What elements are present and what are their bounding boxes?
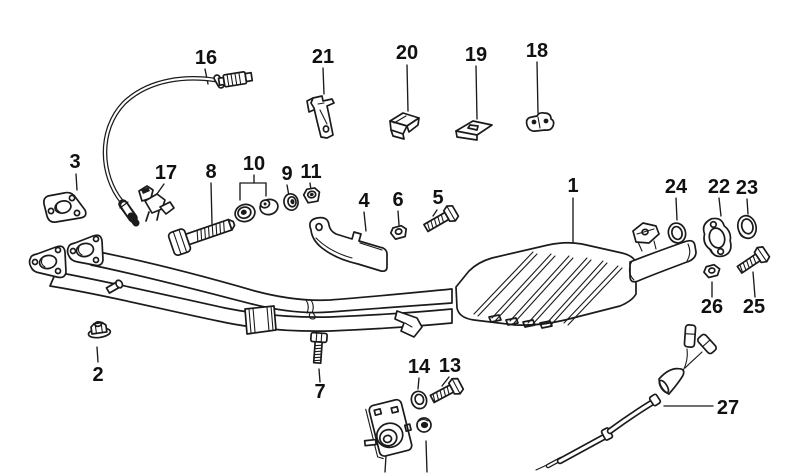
- part-22-flange-gasket: [702, 217, 732, 258]
- part-7-bolt: [309, 331, 328, 365]
- part-21-bracket: [306, 95, 335, 139]
- part-23-ring-seal: [736, 214, 758, 240]
- callout-26[interactable]: 26: [701, 296, 723, 318]
- part-5-bolt: [423, 204, 460, 233]
- part-27-sensor-cable: [535, 324, 718, 471]
- part-18-clip: [525, 111, 555, 132]
- callout-9[interactable]: 9: [281, 163, 292, 185]
- callout-25[interactable]: 25: [743, 296, 765, 318]
- part-19-plate: [455, 120, 493, 141]
- callout-17[interactable]: 17: [155, 162, 177, 184]
- callout-2[interactable]: 2: [92, 364, 103, 386]
- part-13-bolt: [429, 377, 465, 404]
- part-14-washer: [410, 390, 428, 410]
- callout-10[interactable]: 10: [243, 153, 265, 175]
- callout-24[interactable]: 24: [665, 176, 688, 198]
- callout-18[interactable]: 18: [526, 40, 548, 62]
- part-11-nut: [302, 187, 321, 204]
- part-1-front-pipe-catalytic-converter: [28, 222, 697, 338]
- callout-7[interactable]: 7: [314, 381, 325, 403]
- callout-1[interactable]: 1: [567, 175, 578, 197]
- callout-20[interactable]: 20: [396, 42, 418, 64]
- part-17-clip: [138, 185, 175, 222]
- callout-11[interactable]: 11: [300, 161, 321, 183]
- callout-4[interactable]: 4: [358, 190, 370, 212]
- rubber-mount-assembly: [363, 398, 432, 460]
- cable-grommet: [658, 367, 685, 395]
- callout-23[interactable]: 23: [736, 177, 758, 199]
- callout-6[interactable]: 6: [392, 189, 403, 211]
- dome-grommet: [416, 417, 432, 433]
- callout-labels: 1 2 3 4 5 6 7 8 9 10 11 13 14 16 17 18 1…: [69, 40, 765, 419]
- callout-14[interactable]: 14: [408, 356, 431, 378]
- part-20-clip: [389, 112, 420, 140]
- part-25-bolt: [736, 246, 771, 274]
- part-26-nut: [703, 263, 721, 279]
- callout-16[interactable]: 16: [195, 47, 217, 69]
- callout-27[interactable]: 27: [717, 397, 739, 419]
- part-4-bracket: [309, 216, 388, 273]
- part-8-bolt: [167, 218, 236, 257]
- callout-13[interactable]: 13: [439, 355, 461, 377]
- callout-22[interactable]: 22: [708, 176, 730, 198]
- part-9-washer: [283, 192, 299, 212]
- part-3-gasket: [42, 191, 87, 223]
- callout-3[interactable]: 3: [69, 151, 80, 173]
- callout-19[interactable]: 19: [465, 44, 487, 66]
- callout-21[interactable]: 21: [312, 46, 334, 68]
- part-16-sensor-cable: [102, 70, 254, 227]
- leader-lines: [75, 61, 756, 473]
- part-2-nut: [87, 320, 112, 339]
- callout-8[interactable]: 8: [205, 161, 216, 183]
- part-6-nut: [389, 224, 408, 240]
- part-24-seal-ring: [667, 222, 687, 244]
- part-10-bushings: [234, 198, 279, 223]
- callout-5[interactable]: 5: [432, 187, 443, 209]
